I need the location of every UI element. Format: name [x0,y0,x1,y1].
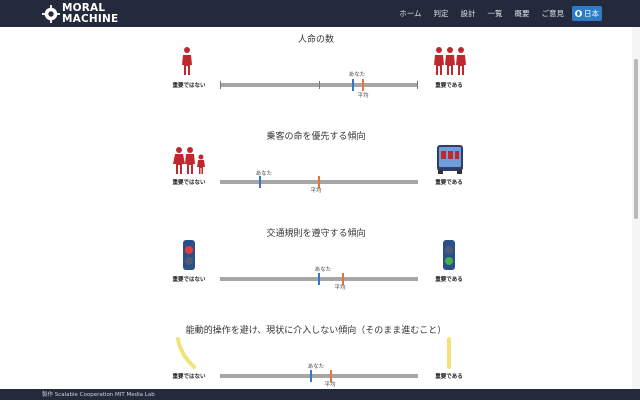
section-law-abiding: 交通規則を遵守する傾向 重要ではない 重要である あなた 平均 [0,226,632,316]
left-label: 重要ではない [172,374,206,380]
you-label: あなた [307,364,325,370]
section-title: 乗客の命を優先する傾向 [266,132,366,142]
score-slider-track [220,176,418,188]
main-menu: ホーム 判定 設計 一覧 概要 ご意見 日本 [387,0,602,27]
score-slider-track [220,273,418,285]
language-label: 日本 [584,9,599,18]
group-people-icon [434,47,466,75]
right-label: 重要である [435,374,463,380]
green-light-icon [443,240,455,270]
tick-left [220,81,221,89]
average-label: 平均 [334,285,346,291]
footer-credit[interactable]: 製作 Scalable Cooperation MIT Media Lab [42,392,155,398]
car-passengers-icon [437,145,463,174]
left-label: 重要ではない [172,180,206,186]
average-marker [342,273,344,285]
section-title: 能動的操作を避け、現状に介入しない傾向（そのまま進むこと） [185,326,447,336]
section-avoid-intervention: 能動的操作を避け、現状に介入しない傾向（そのまま進むこと） 重要ではない 重要で… [0,323,632,413]
section-passenger-priority: 乗客の命を優先する傾向 重要ではない 重要である あなた 平均 [0,129,632,219]
logo-gear-icon [42,5,60,23]
you-label: あなた [255,171,273,177]
menu-about[interactable]: 概要 [514,9,530,18]
menu-feedback[interactable]: ご意見 [541,9,565,18]
logo-line-2: MACHINE [62,13,119,25]
menu-browse[interactable]: 一覧 [487,9,503,18]
pedestrians-icon [173,147,205,174]
average-marker [362,79,364,91]
section-title: 交通規則を遵守する傾向 [266,229,366,239]
left-label: 重要ではない [172,83,206,89]
swerve-path-icon [176,337,196,369]
average-marker [330,370,332,382]
right-label: 重要である [435,180,463,186]
menu-home[interactable]: ホーム [399,9,422,18]
you-label: あなた [314,267,332,273]
menu-judge[interactable]: 判定 [433,9,449,18]
section-number-of-lives: 人命の数 重要ではない 重要である あなた 平均 [0,32,632,122]
you-marker [259,176,261,188]
straight-path-icon [447,337,451,369]
tick-mid [319,81,320,89]
top-nav: MORAL MACHINE ホーム 判定 設計 一覧 概要 ご意見 日本 [0,0,640,27]
language-button[interactable]: 日本 [572,6,602,21]
score-slider-track [220,79,418,91]
average-label: 平均 [357,93,369,99]
you-marker [310,370,312,382]
right-label: 重要である [435,83,463,89]
average-marker [318,176,320,188]
logo-line-1: MORAL [62,2,106,14]
moral-machine-logo[interactable]: MORAL MACHINE [42,3,138,25]
vertical-scrollbar[interactable] [632,27,640,389]
scrollbar-thumb[interactable] [634,59,638,219]
you-marker [352,79,354,91]
globe-icon [575,10,582,17]
single-person-icon [182,47,192,75]
right-label: 重要である [435,277,463,283]
red-light-icon [183,240,195,270]
you-marker [318,273,320,285]
section-title: 人命の数 [297,35,334,45]
tick-right [417,81,418,89]
footer-bar: 製作 Scalable Cooperation MIT Media Lab [0,389,640,400]
average-label: 平均 [324,382,336,388]
average-label: 平均 [310,188,322,194]
score-slider-track [220,370,418,382]
left-label: 重要ではない [172,277,206,283]
menu-design[interactable]: 設計 [460,9,476,18]
you-label: あなた [348,72,366,78]
